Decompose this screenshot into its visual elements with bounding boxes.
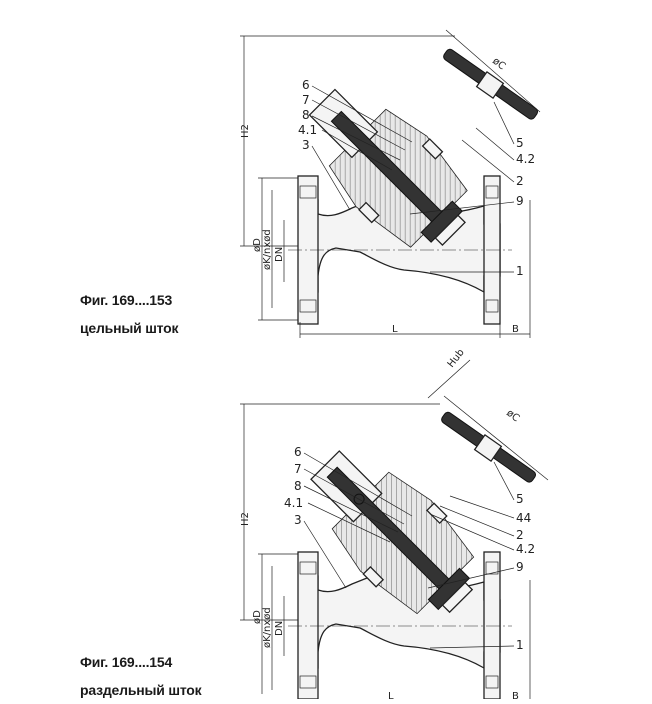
dim-b-label: B (512, 324, 519, 335)
callout-8: 8 (302, 108, 310, 122)
callout-1-2: 1 (516, 638, 524, 652)
callout-2-2: 2 (516, 528, 524, 542)
figure-2-drawing: H2 øD øK/nxød DN (240, 347, 549, 699)
callout-44: 44 (516, 511, 531, 525)
callout-9-2: 9 (516, 560, 524, 574)
dim-hub-label: Hub (446, 347, 467, 370)
figure-2-caption-line2: раздельный шток (80, 682, 202, 698)
callout-2: 2 (516, 174, 524, 188)
dim-dn-label: DN (274, 247, 285, 262)
callout-6: 6 (302, 78, 310, 92)
dim-l-label-2: L (388, 691, 394, 699)
callout-5: 5 (516, 136, 524, 150)
disc-seat-2 (441, 581, 474, 614)
right-flange-2 (483, 551, 501, 699)
dim-c-label: øC (490, 56, 507, 73)
callout-6-2: 6 (294, 445, 302, 459)
callout-4-1: 4.1 (298, 123, 317, 137)
callout-4-1-2: 4.1 (284, 496, 303, 510)
callout-3: 3 (302, 138, 310, 152)
dim-d-label: øD (252, 238, 263, 252)
callout-5-2: 5 (516, 492, 524, 506)
dim-l-label: L (392, 324, 398, 335)
disc-seat (434, 214, 466, 246)
figure-2-caption-line1: Фиг. 169....154 (80, 654, 173, 670)
callout-4-2-2: 4.2 (516, 542, 535, 556)
dim-k-label-2: øK/nxød (262, 607, 273, 648)
figure-1-caption-line1: Фиг. 169....153 (80, 292, 173, 308)
figure-2-caption: Фиг. 169....154 раздельный шток (80, 648, 202, 704)
dim-b-label-2: B (512, 691, 519, 699)
callout-3-2: 3 (294, 513, 302, 527)
dim-h2-label-2: H2 (240, 512, 251, 526)
callout-7: 7 (302, 93, 310, 107)
handwheel (443, 48, 538, 120)
callout-8-2: 8 (294, 479, 302, 493)
dim-c-label-2: øC (504, 408, 521, 425)
figure-1-drawing: H2 øD øK/nxød DN (240, 29, 541, 338)
figure-1-caption-line2: цельный шток (80, 320, 179, 336)
left-flange-2 (297, 551, 319, 699)
callout-1: 1 (516, 264, 524, 278)
handwheel-2 (441, 411, 536, 483)
callout-7-2: 7 (294, 462, 302, 476)
dim-dn-label-2: DN (274, 621, 285, 636)
dim-k-label: øK/nxød (262, 229, 273, 270)
callout-4-2: 4.2 (516, 152, 535, 166)
callout-9: 9 (516, 194, 524, 208)
dim-h2-label: H2 (240, 124, 251, 138)
figure-1-caption: Фиг. 169....153 цельный шток (80, 286, 179, 342)
dim-d-label-2: øD (252, 610, 263, 624)
